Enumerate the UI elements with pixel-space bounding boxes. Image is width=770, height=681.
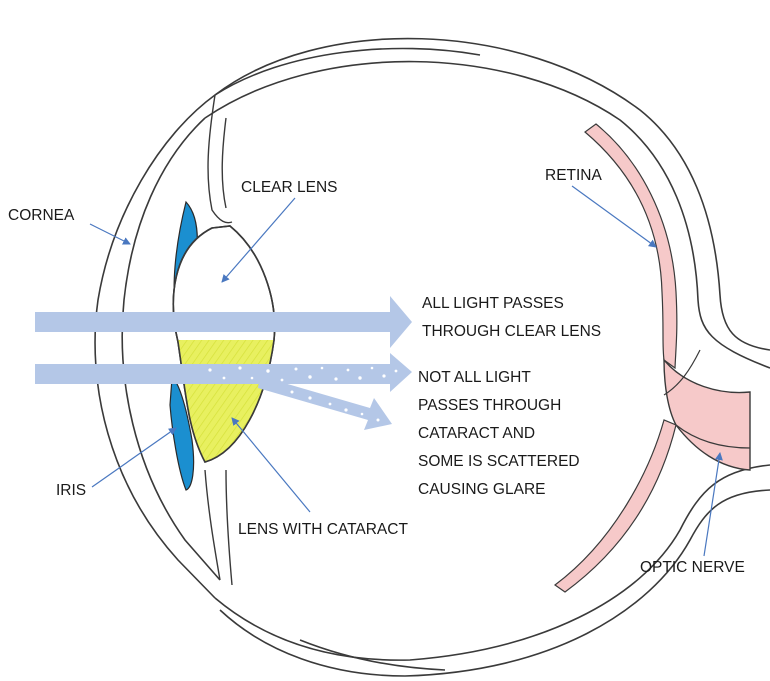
optic-nerve-label: OPTIC NERVE xyxy=(640,559,745,576)
retina-label: RETINA xyxy=(545,167,603,184)
sclera xyxy=(205,39,770,676)
cornea-pointer xyxy=(90,224,130,244)
cataract-pointer xyxy=(232,418,310,512)
iris-label: IRIS xyxy=(56,482,86,499)
optic-nerve xyxy=(664,350,750,470)
cataract-light-caption-line-2: PASSES THROUGH xyxy=(418,397,561,414)
retina xyxy=(555,124,677,592)
cataract-light-caption-line-4: SOME IS SCATTERED xyxy=(418,453,580,470)
clear-light-caption-line-1: ALL LIGHT PASSES xyxy=(422,295,564,312)
cataract-light-caption-line-1: NOT ALL LIGHT xyxy=(418,369,531,386)
clear-light-caption-line-2: THROUGH CLEAR LENS xyxy=(422,323,601,340)
iris-pointer xyxy=(92,428,176,487)
lens-with-cataract-label: LENS WITH CATARACT xyxy=(238,521,408,538)
cataract-light-caption-line-3: CATARACT AND xyxy=(418,425,535,442)
cornea-label: CORNEA xyxy=(8,207,75,224)
cataract-light-caption-line-5: CAUSING GLARE xyxy=(418,481,545,498)
scattered-light-arrow xyxy=(258,376,392,430)
clear-lens-label: CLEAR LENS xyxy=(241,179,337,196)
